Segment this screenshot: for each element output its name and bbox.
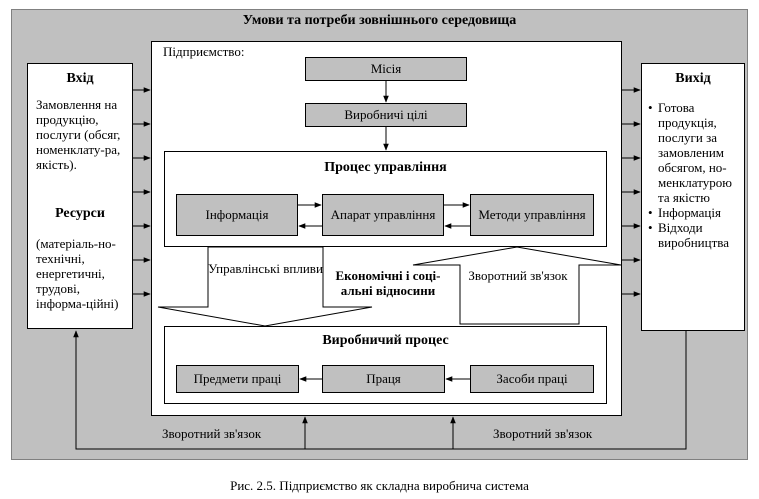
production-goals-box: Виробничі цілі — [305, 103, 467, 127]
feedback-right-label: Зворотний зв'язок — [493, 426, 593, 441]
management-influences-arrow — [157, 246, 373, 327]
inner-feedback-label: Зворотний зв'язок — [468, 268, 568, 283]
environment-title: Умови та потреби зовнішнього середовища — [242, 13, 517, 28]
outer-feedback-loop — [73, 330, 687, 450]
input-title: Вхід — [66, 71, 94, 86]
output-item: •Інформація — [648, 205, 721, 220]
mission-box: Місія — [305, 57, 467, 81]
management-apparatus-box: Апарат управління — [322, 194, 444, 236]
resources-title: Ресурси — [55, 206, 105, 221]
production-process-title: Виробничий процес — [322, 333, 449, 348]
feedback-left-label: Зворотний зв'язок — [162, 426, 262, 441]
output-item: •Готова продукція, послуги за замовленим… — [648, 100, 732, 205]
inner-feedback-arrow — [412, 246, 622, 325]
enterprise-label: Підприємство: — [163, 44, 245, 59]
management-influences-label: Управлінські впливи — [208, 261, 323, 276]
resources-text: (матеріаль-но-технічні, енергетичні, тру… — [36, 236, 119, 311]
objects-of-labour-box: Предмети праці — [176, 365, 299, 393]
information-box: Інформація — [176, 194, 298, 236]
figure-caption: Рис. 2.5. Підприємство як складна виробн… — [230, 478, 529, 493]
labour-box: Праця — [322, 365, 445, 393]
output-item: •Відходи виробництва — [648, 220, 729, 250]
economic-relations-label: Економічні і соці-альні відносини — [335, 268, 441, 298]
means-of-labour-box: Засоби праці — [470, 365, 594, 393]
output-panel — [641, 63, 745, 331]
output-list: •Готова продукція, послуги за замовленим… — [648, 100, 742, 250]
management-methods-box: Методи управління — [470, 194, 594, 236]
input-panel — [27, 63, 133, 329]
input-description: Замовлення на продукцію, послуги (обсяг,… — [36, 97, 121, 172]
management-process-title: Процес управління — [324, 160, 447, 175]
output-title: Вихід — [675, 71, 711, 86]
